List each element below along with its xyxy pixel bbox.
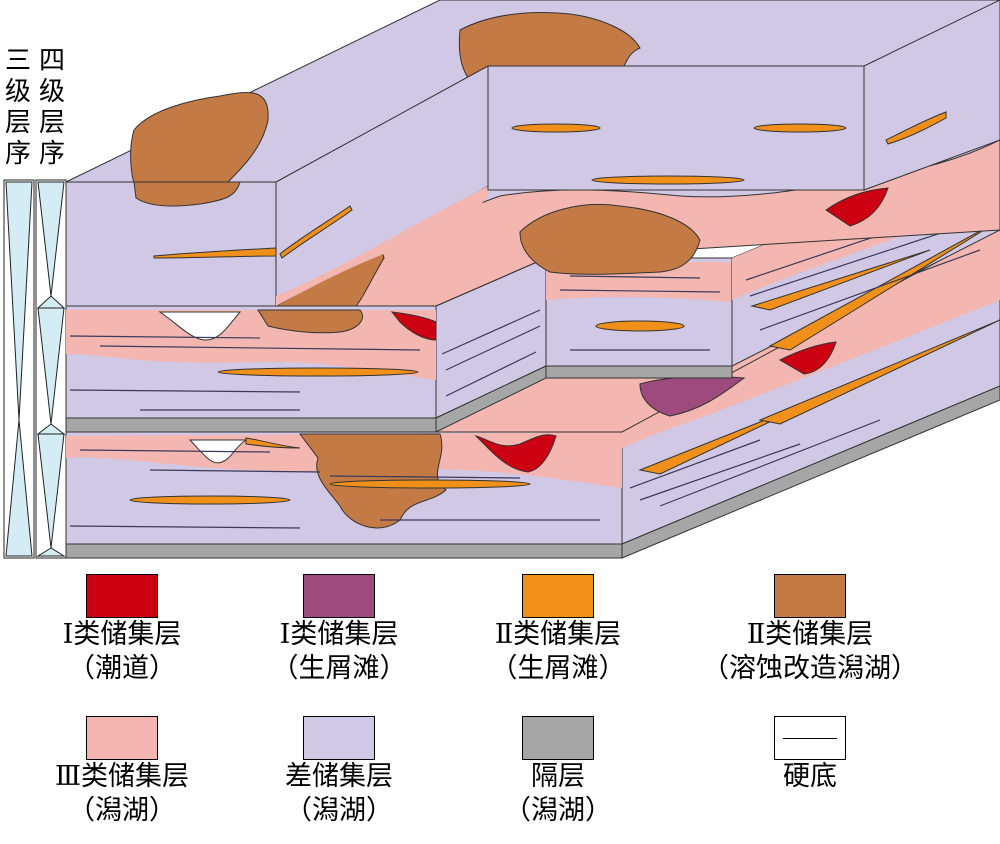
inner-cube-shoal [595,320,685,332]
legend: Ⅰ类储集层 （潮道） Ⅰ类储集层 （生屑滩） Ⅱ类储集层 （生屑滩） Ⅱ类储集层… [0,560,1000,844]
upper-block-side-shoal [279,205,353,259]
legend-sublabel: （潟湖） [285,795,393,826]
lower-front-hardgrounds [69,449,600,529]
hardground-line-icon [783,738,837,739]
fourth-order-triangle-5 [37,433,65,549]
lower-front-shoal-2 [329,479,531,489]
legend-swatch-type1-shoal [303,574,375,618]
legend-item-type2-shoal: Ⅱ类储集层 （生屑滩） [443,574,673,686]
legend-label: Ⅱ类储集层 [494,619,622,650]
middle-side-hardgrounds [441,309,541,397]
lower-side-shoal-2 [758,319,1000,425]
third-order-char-2: 层 [4,108,31,138]
back-block-shoal-2 [753,123,847,133]
lower-slab-barrier-side [621,385,1000,559]
inner-side-shoal-2 [750,249,931,311]
legend-label: 隔层 [531,761,585,792]
middle-slab [65,227,1000,473]
fourth-order-char-3: 序 [38,139,65,169]
legend-item-hardground: 硬底 [695,716,925,794]
legend-label: Ⅰ类储集层 [279,619,399,650]
middle-front-channel [158,311,242,341]
third-order-label-wrapper: 三 级 层 序 [4,46,31,169]
legend-swatch-hardground [774,716,846,760]
legend-item-type2-karst: Ⅱ类储集层 （溶蚀改造潟湖） [695,574,925,686]
legend-swatch-type3-lagoon [86,716,158,760]
third-order-char-3: 序 [4,139,31,169]
legend-label: Ⅲ类储集层 [54,761,190,792]
fourth-order-char-2: 层 [38,108,65,138]
fourth-order-triangle-1 [37,181,65,297]
middle-slab-barrier-front [65,417,437,433]
third-order-char-0: 三 [4,46,31,76]
upper-surface [65,0,1000,307]
legend-item-poor-lagoon: 差储集层 （潟湖） [224,716,454,828]
legend-sublabel: （生屑滩） [271,653,407,684]
inner-cube-barrier [545,365,733,379]
inner-cube-hardgrounds [559,275,721,351]
legend-sublabel: （生屑滩） [490,653,626,684]
upper-surface-karst-mid [519,203,701,275]
back-block-shoal-3 [591,175,745,185]
legend-item-type1-shoal: Ⅰ类储集层 （生屑滩） [224,574,454,686]
legend-label: Ⅰ类储集层 [62,619,182,650]
legend-swatch-type2-shoal [522,574,594,618]
legend-sublabel: （溶蚀改造潟湖） [702,653,918,684]
legend-swatch-poor-lagoon [303,716,375,760]
fourth-order-label-wrapper: 四 级 层 序 [38,46,65,169]
legend-sublabel: （潟湖） [504,795,612,826]
fourth-order-char-1: 级 [38,77,65,107]
lower-side-hardgrounds [629,419,881,507]
middle-front-hardgrounds [69,335,421,411]
lower-front-shoal-3 [245,437,301,449]
legend-swatch-type1-channel [86,574,158,618]
third-order-triangle-bottom [5,419,33,557]
fourth-order-triangle-6 [36,547,66,557]
legend-item-type3-lagoon: Ⅲ类储集层 （潟湖） [7,716,237,828]
third-order-triangle-top [5,181,33,421]
fourth-order-triangle-3 [37,307,65,425]
legend-item-barrier: 隔层 （潟湖） [443,716,673,828]
fourth-order-char-0: 四 [38,46,65,76]
lower-slab-barrier-front [65,543,623,559]
third-order-char-1: 级 [4,77,31,107]
middle-front-karst [257,309,363,334]
middle-front-shoal [217,367,419,377]
upper-block-front-karst [133,181,241,207]
back-block-side [863,0,1000,191]
legend-label: 差储集层 [285,761,393,792]
back-block-shoal-1 [511,123,601,133]
lower-front-shoal-1 [129,495,291,505]
legend-swatch-type2-karst [774,574,846,618]
legend-sublabel: （潟湖） [68,795,176,826]
legend-sublabel: （潮道） [68,653,176,684]
sequence-column [3,179,67,559]
legend-label: 硬底 [783,761,837,792]
legend-item-type1-channel: Ⅰ类储集层 （潮道） [7,574,237,686]
middle-surface-red-channel [474,434,557,473]
middle-surface-red-channel-2 [778,341,837,375]
legend-swatch-barrier [522,716,594,760]
upper-block-side-pink [276,186,488,306]
upper-surface-red-channel [825,187,889,227]
middle-front-red-channel [390,311,437,341]
legend-label: Ⅱ类储集层 [746,619,874,650]
back-block-side-shoal [885,111,947,145]
